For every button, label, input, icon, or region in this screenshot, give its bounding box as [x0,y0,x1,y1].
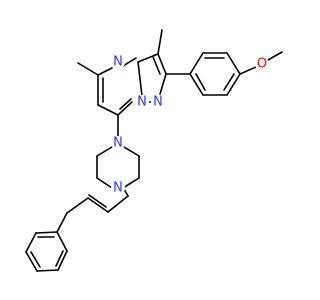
bond [66,197,89,214]
bond [239,66,257,75]
bond [189,52,204,75]
bond [152,56,161,75]
bond [88,194,107,208]
bond [195,73,206,91]
bond [96,177,113,189]
bond [25,251,38,272]
atom-labels-layer: N N N O N N [111,55,269,196]
bond [226,73,241,96]
bond [122,177,140,189]
bond [159,73,167,95]
atom-label-o: O [257,57,267,72]
bond [137,53,159,63]
bond [56,212,68,233]
bond [119,98,132,110]
bond [77,62,99,76]
atom-n-pyrazole: N [151,95,165,110]
bond [226,52,241,75]
bond [137,61,143,97]
bond [157,53,167,75]
bond [267,51,283,61]
bond [122,57,137,67]
atom-n-piperazine-bottom: N [111,181,125,196]
bonds-layer [25,29,283,272]
atom-label-n: N [113,136,123,151]
atom-n-bridge: N [135,95,149,110]
bond [55,250,64,267]
bond [117,101,133,116]
bond [96,146,113,157]
atom-label-n: N [113,55,123,70]
bond [189,73,204,96]
bond [87,197,109,213]
atom-o-methoxy: O [255,57,269,72]
bond [56,231,68,252]
structure-canvas: N N N O N N [25,29,283,272]
atom-label-n: N [153,95,163,110]
bond [123,146,140,157]
atom-label-n: N [137,95,147,110]
bond [107,195,129,213]
bond [97,67,113,76]
bond [30,251,41,268]
atom-n-pyrimidine: N [111,55,125,70]
molecule-drawing: N N N O N N [25,29,283,272]
bond [223,73,235,91]
bond [157,29,163,55]
bond [36,269,59,272]
atom-label-n: N [113,181,123,196]
bond [57,250,68,271]
atom-n-piperazine-top: N [111,136,125,151]
bond [123,188,129,197]
bond [97,104,119,116]
bond [35,231,58,234]
bond [25,232,37,253]
